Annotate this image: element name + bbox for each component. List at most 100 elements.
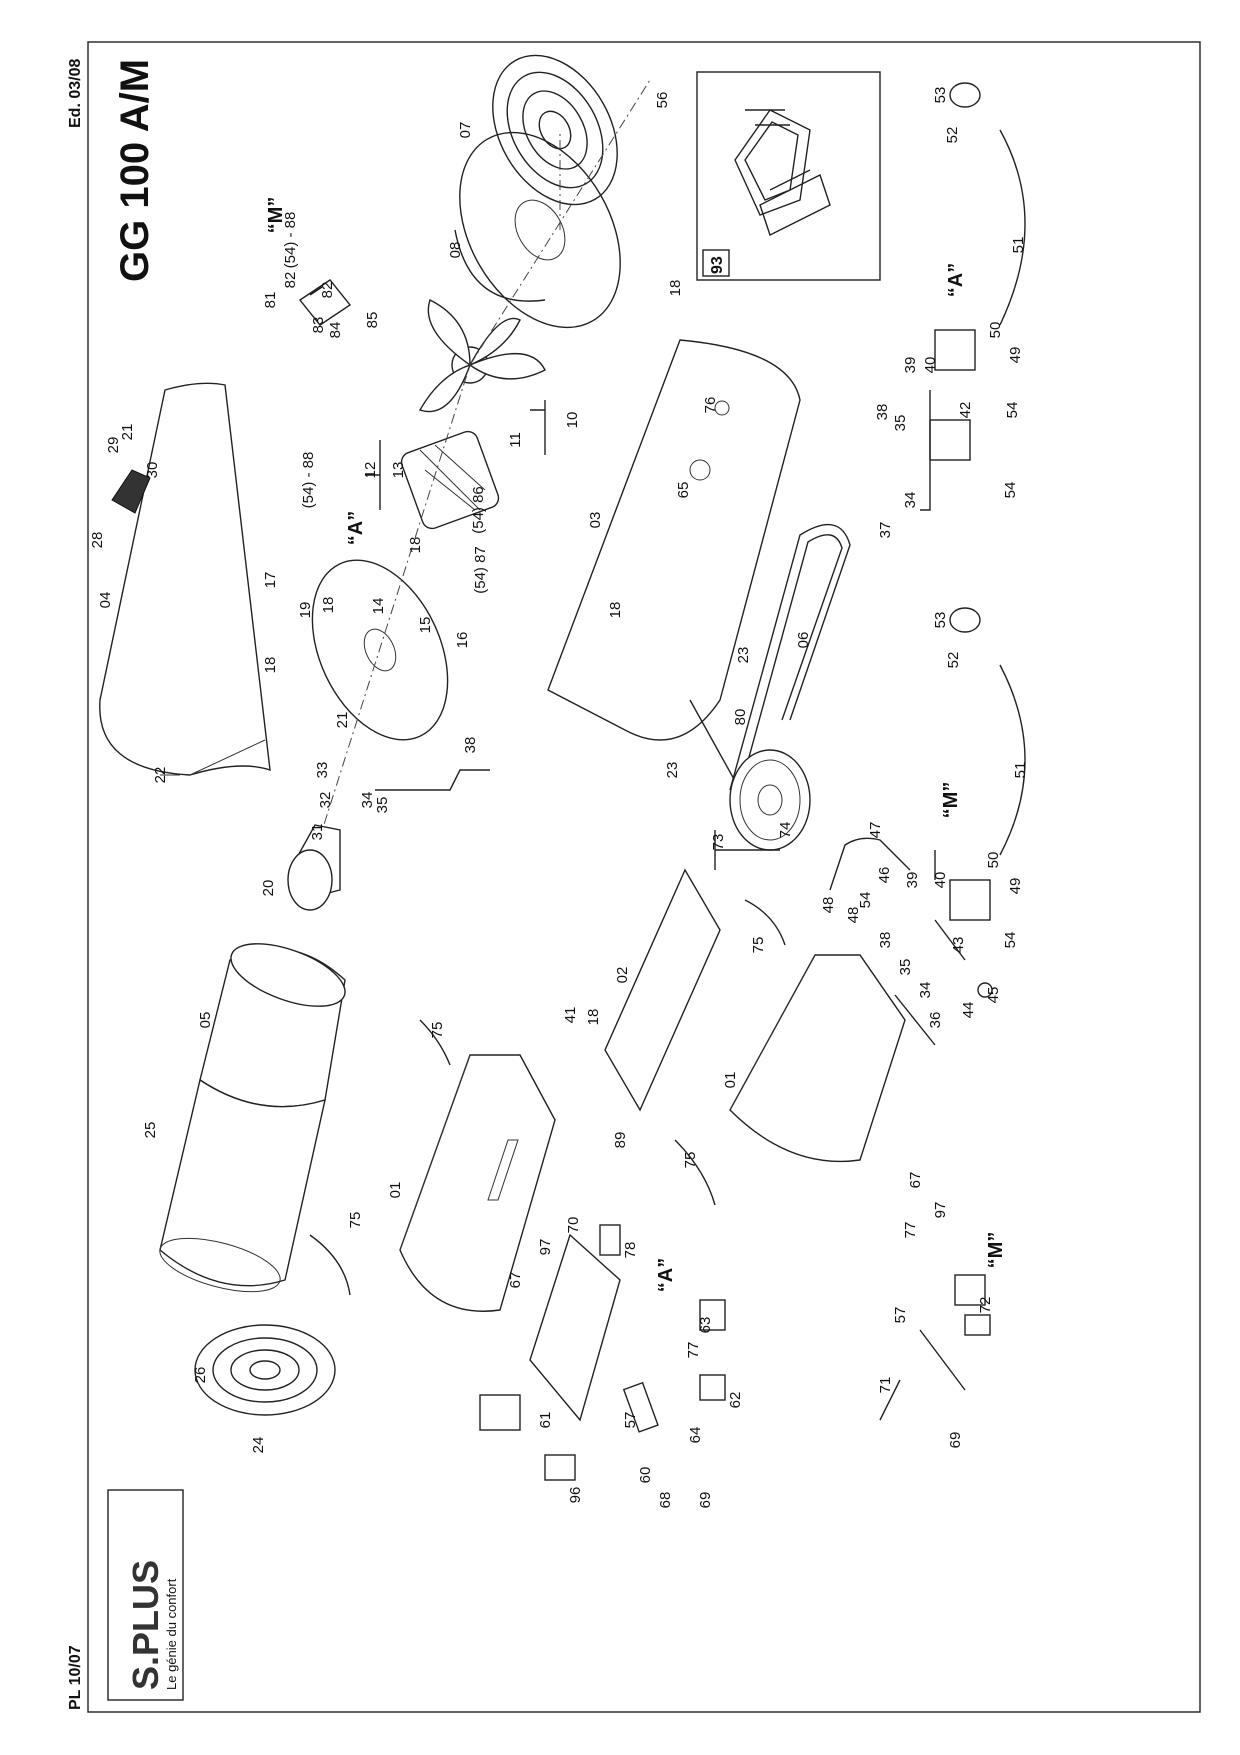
logo-tagline: Le génie du confort [164, 1578, 179, 1690]
cover-plate-02 [604, 868, 721, 1112]
variant-mark: “A” [655, 1258, 677, 1292]
part-number-label: 35 [897, 959, 914, 976]
variant-mark: “A” [345, 511, 367, 545]
part-number-label: 54 [857, 892, 874, 909]
part-number-label: 67 [507, 1272, 524, 1289]
part-number-label: 54 [1002, 932, 1019, 949]
part-number-label: 51 [1012, 762, 1029, 779]
part-number-label: 38 [462, 737, 479, 754]
part-number-label: 80 [732, 709, 749, 726]
part-number-label: 70 [565, 1217, 582, 1234]
variant-marks: “M”“A”“A”“M”“A”“M” [265, 197, 1007, 1293]
fan-guard-07 [492, 54, 618, 206]
part-number-label: 39 [902, 357, 919, 374]
part-number-label: 40 [932, 872, 949, 889]
part-number-label: 35 [892, 415, 909, 432]
part-number-label: 64 [687, 1427, 704, 1444]
part-number-label: 97 [932, 1202, 949, 1219]
part-number-label: 01 [722, 1072, 739, 1089]
part-number-label: 21 [119, 424, 136, 441]
part-number-label: 03 [587, 512, 604, 529]
burner-plate-14 [311, 559, 449, 741]
part-number-label: (54) 86 [470, 486, 487, 534]
part-number-label: 18 [407, 537, 424, 554]
part-number-label: 18 [667, 280, 684, 297]
part-number-label: 13 [390, 462, 407, 479]
part-number-label: 82 [282, 272, 299, 289]
part-number-label: 18 [585, 1009, 602, 1026]
variant-mark: “M” [985, 1232, 1007, 1269]
part-number-label: 76 [702, 397, 719, 414]
part-number-label: 23 [664, 762, 681, 779]
part-number-label: 78 [622, 1242, 639, 1259]
part-number-label: 84 [327, 322, 344, 339]
part-number-label: 29 [105, 437, 122, 454]
part-number-label: 05 [197, 1012, 214, 1029]
part-number-label: 14 [370, 598, 387, 615]
gas-hose-51-b [999, 664, 1026, 856]
drawing-frame [87, 41, 1201, 1713]
part-number-label: 20 [260, 880, 277, 897]
part-number-label: 41 [562, 1007, 579, 1024]
part-number-label: 65 [675, 482, 692, 499]
part-number-label: (54) - 88 [282, 212, 299, 269]
part-number-label: (54) 87 [472, 546, 489, 594]
part-number-label: 96 [567, 1487, 584, 1504]
part-number-label: 57 [892, 1307, 909, 1324]
part-number-label: 42 [957, 402, 974, 419]
part-number-label: 30 [144, 462, 161, 479]
part-number-label: 45 [985, 987, 1002, 1004]
part-number-label: 71 [877, 1377, 894, 1394]
variant-mark: “M” [940, 782, 962, 819]
part-number-label: 06 [795, 632, 812, 649]
part-number-label: 39 [904, 872, 921, 889]
part-number-label: 46 [876, 867, 893, 884]
part-number-label: 33 [314, 762, 331, 779]
part-number-label: 77 [685, 1342, 702, 1359]
part-number-label: 74 [777, 822, 794, 839]
part-number-label: 77 [902, 1222, 919, 1239]
part-number-label: 75 [347, 1212, 364, 1229]
brand-logo: S.PLUS Le génie du confort [107, 1489, 184, 1701]
part-number-label: 24 [250, 1437, 267, 1454]
part-number-label: 21 [334, 712, 351, 729]
part-number-label: 67 [907, 1172, 924, 1189]
part-number-label: 51 [1010, 237, 1027, 254]
edition-date: Ed. 03/08 [67, 59, 84, 128]
part-number-label: 25 [142, 1122, 159, 1139]
part-number-label: 52 [944, 127, 961, 144]
part-number-label: 61 [537, 1412, 554, 1429]
part-number-label: 75 [682, 1152, 699, 1169]
part-number-label: 75 [429, 1022, 446, 1039]
part-number-label: 23 [735, 647, 752, 664]
part-number-label: 53 [932, 612, 949, 629]
part-number-label: 56 [654, 92, 671, 109]
gas-hose-51-a [999, 129, 1026, 326]
electrical-box-70 [529, 1233, 621, 1422]
plate-number: PL 10/07 [67, 1645, 84, 1710]
part-number-label: 63 [697, 1317, 714, 1334]
part-number-label: 26 [192, 1367, 209, 1384]
part-number-label: 02 [614, 967, 631, 984]
part-number-label: 89 [612, 1132, 629, 1149]
part-number-label: 69 [947, 1432, 964, 1449]
part-number-label: 38 [877, 932, 894, 949]
part-number-label: 48 [845, 907, 862, 924]
lower-shell-03 [547, 339, 801, 741]
part-number-label: 18 [262, 657, 279, 674]
part-number-label: 04 [97, 592, 114, 609]
part-number-label: 37 [877, 522, 894, 539]
part-number-label: 68 [657, 1492, 674, 1509]
part-number-label: 40 [922, 357, 939, 374]
part-number-label: 53 [932, 87, 949, 104]
wheel-73 [729, 749, 811, 851]
part-number-label: 62 [727, 1392, 744, 1409]
side-panel-01-a [399, 1054, 556, 1312]
part-number-label: 07 [457, 122, 474, 139]
part-number-label: 57 [622, 1412, 639, 1429]
part-number-label: 81 [262, 292, 279, 309]
part-number-label: 18 [320, 597, 337, 614]
fan-blade-10 [418, 299, 546, 413]
chamber-liner-25 [159, 1078, 326, 1287]
